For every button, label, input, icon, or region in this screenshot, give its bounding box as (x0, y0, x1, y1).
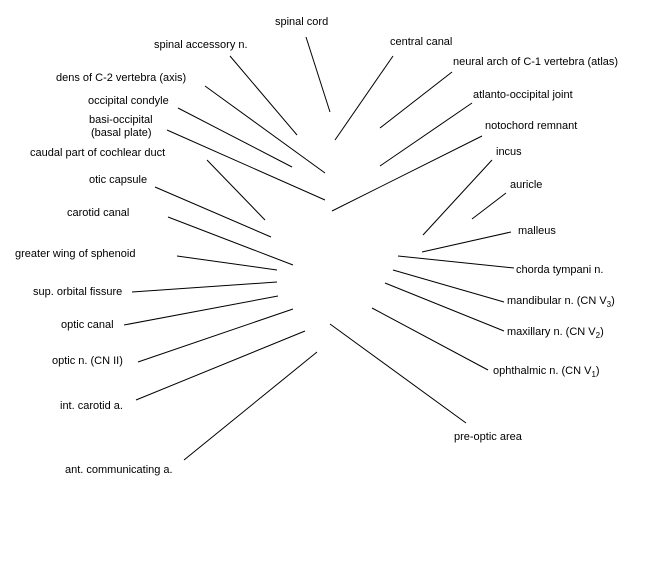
leader-int-carotid-a (135, 330, 306, 401)
leader-occipital-condyle (177, 107, 293, 168)
leader-central-canal (334, 55, 394, 141)
label-int-carotid-a: int. carotid a. (60, 400, 123, 412)
label-ophthalmic-n: ophthalmic n. (CN V1) (493, 365, 600, 380)
leader-ant-communicating-a (183, 351, 318, 461)
leader-atlanto-occipital-joint (379, 102, 473, 167)
label-auricle: auricle (510, 179, 543, 191)
label-basi-occipital: basi-occipital (89, 114, 153, 126)
label-neural-arch: neural arch of C-1 vertebra (atlas) (453, 56, 619, 68)
label-optic-canal: optic canal (61, 319, 114, 331)
label-optic-n: optic n. (CN II) (52, 355, 123, 367)
label-maxillary-n: maxillary n. (CN V2) (507, 326, 604, 341)
label-cochlear-duct: caudal part of cochlear duct (30, 147, 166, 159)
label-spinal-cord: spinal cord (275, 16, 329, 28)
leader-spinal-accessory-n (229, 55, 298, 136)
leader-sup-orbital-fissure (131, 281, 278, 293)
leader-neural-arch (379, 71, 453, 129)
label-otic-capsule: otic capsule (89, 174, 148, 186)
leader-pre-optic-area (329, 323, 467, 424)
leader-ophthalmic-n (371, 307, 489, 371)
leader-carotid-canal (167, 216, 294, 266)
leader-auricle (471, 192, 507, 220)
leader-notochord-remnant (331, 135, 483, 212)
label-sup-orbital-fissure: sup. orbital fissure (33, 286, 123, 298)
leader-incus (422, 159, 493, 236)
label-basal-plate: (basal plate) (91, 127, 152, 139)
leader-spinal-cord (305, 36, 331, 113)
leader-optic-canal (123, 295, 279, 326)
leader-dens (204, 85, 326, 174)
mandibular-n-close: ) (611, 295, 615, 307)
maxillary-n-close: ) (600, 326, 604, 338)
label-ant-communicating-a: ant. communicating a. (65, 464, 173, 476)
leader-malleus (421, 231, 512, 253)
label-pre-optic-area: pre-optic area (454, 431, 522, 443)
label-atlanto-occipital-joint: atlanto-occipital joint (473, 89, 573, 101)
label-central-canal: central canal (390, 36, 453, 48)
label-occipital-condyle: occipital condyle (88, 95, 169, 107)
ophthalmic-n-text: ophthalmic n. (CN V (493, 365, 592, 377)
leader-mandibular-n (392, 269, 505, 303)
maxillary-n-text: maxillary n. (CN V (507, 326, 596, 338)
leader-cochlear-duct (206, 159, 266, 221)
label-mandibular-n: mandibular n. (CN V3) (507, 295, 615, 310)
leader-chorda-tympani-n (397, 255, 515, 269)
label-incus: incus (496, 146, 522, 158)
mandibular-n-text: mandibular n. (CN V (507, 295, 607, 307)
label-greater-wing-sphenoid: greater wing of sphenoid (15, 248, 136, 260)
ophthalmic-n-subscript: 1 (591, 370, 596, 380)
label-carotid-canal: carotid canal (67, 207, 130, 219)
label-chorda-tympani-n: chorda tympani n. (516, 264, 604, 276)
leader-otic-capsule (154, 186, 272, 238)
ophthalmic-n-close: ) (595, 365, 600, 377)
leader-greater-wing-sphenoid (176, 255, 278, 271)
label-malleus: malleus (518, 225, 556, 237)
label-notochord-remnant: notochord remnant (485, 120, 578, 132)
label-dens: dens of C-2 vertebra (axis) (56, 72, 187, 84)
leader-optic-n (137, 308, 294, 363)
maxillary-n-subscript: 2 (595, 331, 601, 341)
mandibular-n-subscript: 3 (606, 300, 612, 310)
leader-maxillary-n (384, 282, 505, 332)
leader-basi-occipital (166, 129, 326, 201)
label-spinal-accessory-n: spinal accessory n. (154, 39, 248, 51)
